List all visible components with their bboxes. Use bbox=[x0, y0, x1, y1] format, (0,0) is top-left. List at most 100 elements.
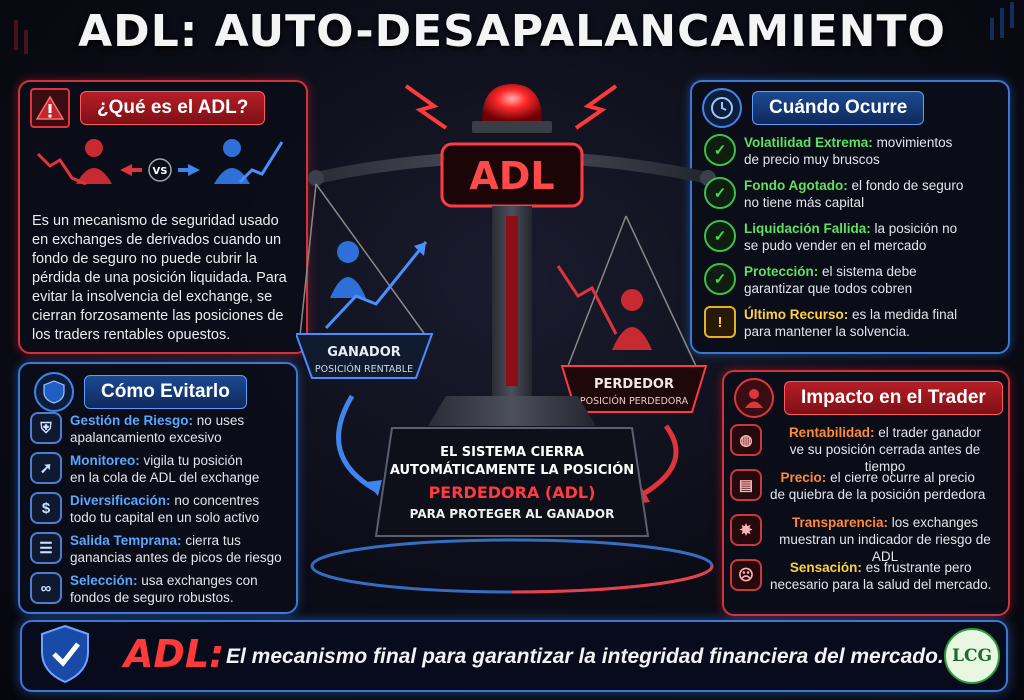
footer-text: El mecanismo final para garantizar la in… bbox=[226, 645, 944, 668]
siren-icon bbox=[472, 84, 552, 133]
list-item-line1: es la medida final bbox=[852, 307, 958, 322]
what-is-title: ¿Qué es el ADL? bbox=[80, 91, 266, 125]
list-item-line1: la posición no bbox=[874, 221, 958, 236]
check-icon: ✓ bbox=[704, 263, 736, 295]
list-item: ⛨ Gestión de Riesgo: no uses apalancamient… bbox=[30, 412, 286, 446]
list-item-line2: apalancamiento excesivo bbox=[70, 430, 222, 445]
link-icon: ∞ bbox=[30, 572, 62, 604]
impact-title: Impacto en el Trader bbox=[784, 381, 1003, 415]
clipboard-icon: ☰ bbox=[30, 532, 62, 564]
shield-check-icon bbox=[41, 624, 89, 684]
list-item-key: Último Recurso: bbox=[744, 307, 849, 322]
lightbulb-icon: ✸ bbox=[730, 514, 762, 546]
list-item-line1: movimientos bbox=[876, 135, 953, 150]
list-item-key: Diversificación: bbox=[70, 493, 171, 508]
list-item-key: Sensación: bbox=[789, 560, 862, 575]
shield-icon bbox=[34, 372, 74, 412]
rocket-icon: ➚ bbox=[30, 452, 62, 484]
list-item-key: Rentabilidad: bbox=[788, 425, 875, 440]
sad-face-icon: ☹ bbox=[730, 559, 762, 591]
list-item-line1: el fondo de seguro bbox=[851, 178, 964, 193]
check-icon: ✓ bbox=[704, 134, 736, 166]
list-item-line1: no concentres bbox=[174, 493, 260, 508]
list-item-key: Monitoreo: bbox=[70, 453, 140, 468]
list-item-line2: no tiene más capital bbox=[744, 195, 865, 210]
list-item-key: Precio: bbox=[780, 470, 827, 485]
what-is-description: Es un mecanismo de seguridad usado en ex… bbox=[32, 213, 287, 343]
base-line-3: PERDEDORA (ADL) bbox=[429, 483, 596, 502]
winner-pan bbox=[296, 241, 434, 379]
impact-header: Impacto en el Trader bbox=[734, 378, 1003, 418]
loser-title: PERDEDOR bbox=[594, 377, 674, 392]
base-line-4: PARA PROTEGER AL GANADOR bbox=[410, 507, 615, 521]
user-icon bbox=[734, 378, 774, 418]
base-line-1: EL SISTEMA CIERRA bbox=[440, 445, 584, 460]
list-item-line2: ve su posición cerrada antes de tiempo bbox=[789, 442, 981, 474]
footer-banner bbox=[20, 620, 1008, 692]
when-panel bbox=[690, 80, 1010, 354]
when-title: Cuándo Ocurre bbox=[752, 91, 925, 125]
avoid-title: Cómo Evitarlo bbox=[84, 375, 247, 409]
list-item-line2: se pudo vender en el mercado bbox=[744, 238, 927, 253]
warning-icon bbox=[30, 88, 70, 128]
list-item-line2: garantizar que todos cobren bbox=[744, 281, 913, 296]
footer-label: ADL: bbox=[124, 632, 225, 676]
page-title: ADL: AUTO-DESAPALANCAMIENTO bbox=[78, 6, 946, 57]
list-item-line2: muestran un indicador de riesgo de ADL bbox=[779, 532, 991, 564]
what-is-header: ¿Qué es el ADL? bbox=[30, 88, 266, 128]
list-item-key: Volatilidad Extrema: bbox=[744, 135, 873, 150]
list-item-line1: vigila tu posición bbox=[143, 453, 243, 468]
list-item-line2: de quiebra de la posición perdedora bbox=[770, 487, 986, 502]
loser-pan bbox=[556, 265, 708, 413]
list-item-key: Transparencia: bbox=[791, 515, 888, 530]
check-icon: ✓ bbox=[704, 177, 736, 209]
scale-illustration: ADL GANADOR POSICIÓN RENTABLE PERDEDOR P… bbox=[296, 84, 716, 594]
list-item-line1: no uses bbox=[196, 413, 245, 428]
warning-icon: ! bbox=[704, 306, 736, 338]
list-item-line1: el trader ganador bbox=[878, 425, 982, 440]
list-item-line2: de precio muy bruscos bbox=[744, 152, 880, 167]
list-item-text: Volatilidad Extrema: movimientos de preci… bbox=[744, 134, 952, 168]
list-item-key: Gestión de Riesgo: bbox=[70, 413, 194, 428]
winner-subtitle: POSICIÓN RENTABLE bbox=[315, 363, 413, 375]
list-item: ✓ Volatilidad Extrema: movimientos de prec… bbox=[704, 134, 996, 168]
list-item-key: Selección: bbox=[70, 573, 138, 588]
globe-icon: ◍ bbox=[730, 424, 762, 456]
list-item-key: Salida Temprana: bbox=[70, 533, 182, 548]
list-item-key: Liquidación Fallida: bbox=[744, 221, 871, 236]
list-item-line1: usa exchanges con bbox=[141, 573, 258, 588]
winner-title: GANADOR bbox=[327, 345, 401, 360]
clock-icon bbox=[702, 88, 742, 128]
adl-badge-label: ADL bbox=[469, 154, 554, 198]
shield-icon: ⛨ bbox=[30, 412, 62, 444]
avoid-header: Cómo Evitarlo bbox=[34, 372, 247, 412]
base-line-2: AUTOMÁTICAMENTE LA POSICIÓN bbox=[390, 462, 634, 478]
list-item-line2: ganancias antes de picos de riesgo bbox=[70, 550, 282, 565]
vs-label: VS bbox=[153, 166, 168, 177]
list-item: ◍ Rentabilidad: el trader ganador ve su po… bbox=[730, 424, 1000, 475]
trader-vs-illustration: VS bbox=[36, 139, 284, 186]
loser-subtitle: POSICIÓN PERDEDORA bbox=[580, 395, 689, 407]
list-item-line2: necesario para la salud del mercado. bbox=[770, 577, 992, 592]
lcg-logo: LCG bbox=[944, 628, 1000, 684]
when-header: Cuándo Ocurre bbox=[702, 88, 925, 128]
